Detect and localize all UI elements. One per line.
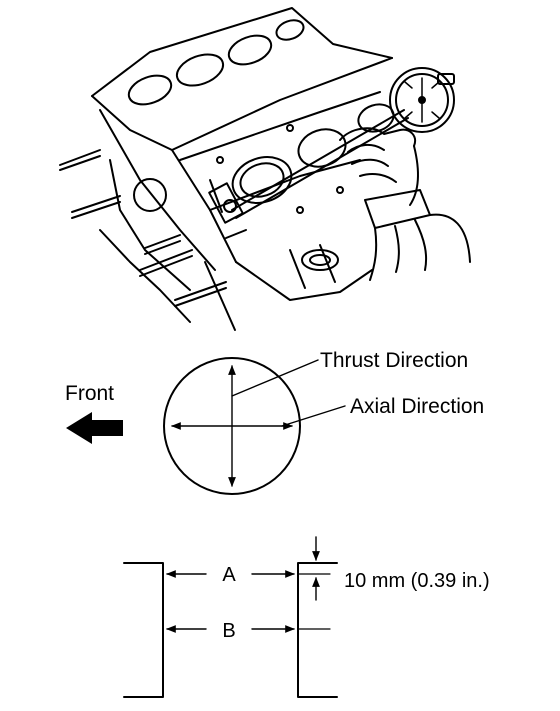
bore-direction-diagram: Thrust Direction Axial Direction Front [65,349,484,495]
front-arrow-icon [66,412,123,444]
thrust-direction-label: Thrust Direction [320,349,468,372]
engine-block-icon [59,7,395,331]
axial-direction-label: Axial Direction [350,395,484,418]
cylinder-bore-circle [163,357,301,495]
left-cylinder-wall [123,562,164,698]
dimension-a-label: A [222,564,236,586]
measurement-position-diagram: A B 10 mm (0.39 in.) [123,536,490,698]
dial-bore-gauge-icon [208,67,455,239]
engine-block-illustration [59,7,471,331]
axial-leader-line [281,405,346,427]
right-cylinder-wall [297,562,338,698]
thrust-leader-line [231,359,319,397]
dimension-b-label: B [222,620,235,642]
front-label: Front [65,382,114,405]
hand-with-sleeve [339,127,471,281]
depth-label: 10 mm (0.39 in.) [344,570,490,592]
